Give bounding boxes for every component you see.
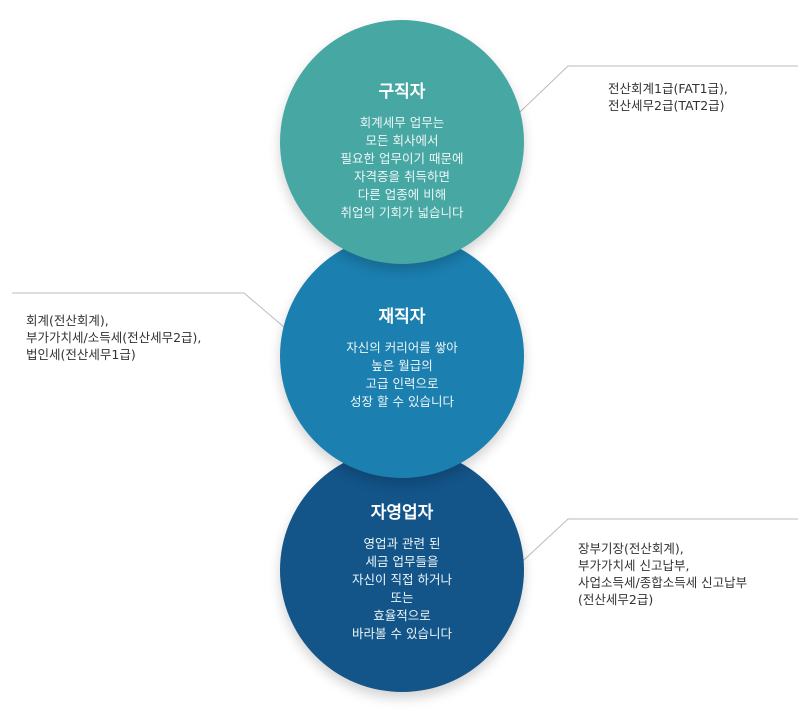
note-line: 회계(전산회계),: [26, 313, 109, 328]
note-employee-certificates: 회계(전산회계), 부가가치세/소득세(전산세무2급), 법인세(전산세무1급): [26, 312, 201, 363]
note-line: 사업소득세/종합소득세 신고납부: [578, 575, 748, 590]
circle-text-line: 다른 업종에 비해: [357, 186, 447, 202]
circle-text-line: 자신의 커리어를 쌓아: [346, 339, 458, 355]
circle-text-line: 모든 회사에서: [365, 132, 439, 148]
circle-text-line: 자격증을 취득하면: [354, 168, 450, 184]
circle-employee: 재직자 자신의 커리어를 쌓아 높은 월급의 고급 인력으로 성장 할 수 있습…: [280, 234, 524, 478]
circle-self-employed: 자영업자 영업과 관련 된 세금 업무들을 자신이 직접 하거나 또는 효율적으…: [280, 448, 524, 692]
circle-title: 자영업자: [370, 502, 434, 523]
circle-text-line: 효율적으로: [373, 607, 431, 623]
note-self-employed-certificates: 장부기장(전산회계), 부가가치세 신고납부, 사업소득세/종합소득세 신고납부…: [578, 540, 747, 608]
note-job-seeker-certificates: 전산회계1급(FAT1급), 전산세무2급(TAT2급): [608, 80, 728, 114]
circle-text-line: 바라볼 수 있습니다: [352, 625, 452, 641]
circle-text-line: 성장 할 수 있습니다: [350, 393, 454, 409]
circle-title: 재직자: [378, 306, 426, 327]
circle-text-line: 고급 인력으로: [365, 375, 439, 391]
circle-text-line: 회계세무 업무는: [359, 114, 445, 130]
note-line: 부가가치세 신고납부,: [578, 558, 690, 573]
note-line: 전산세무2급(TAT2급): [608, 98, 725, 113]
circle-text-line: 영업과 관련 된: [363, 535, 441, 551]
circle-text-line: 자신이 직접 하거나: [352, 571, 452, 587]
connector-line-1: [496, 65, 798, 135]
note-line: 법인세(전산세무1급): [26, 347, 136, 362]
circle-title: 구직자: [378, 81, 426, 102]
circle-text-line: 높은 월급의: [371, 357, 433, 373]
circle-text-line: 취업의 기회가 넓습니다: [340, 204, 464, 220]
circle-text-line: 세금 업무들을: [365, 553, 439, 569]
circle-job-seeker: 구직자 회계세무 업무는 모든 회사에서 필요한 업무이기 때문에 자격증을 취…: [280, 20, 524, 264]
circle-text-line: 필요한 업무이기 때문에: [340, 150, 464, 166]
circle-text-line: 또는: [390, 589, 414, 605]
note-line: 전산회계1급(FAT1급),: [608, 81, 728, 96]
note-line: (전산세무2급): [578, 592, 654, 607]
note-line: 부가가치세/소득세(전산세무2급),: [26, 330, 202, 345]
note-line: 장부기장(전산회계),: [578, 541, 684, 556]
